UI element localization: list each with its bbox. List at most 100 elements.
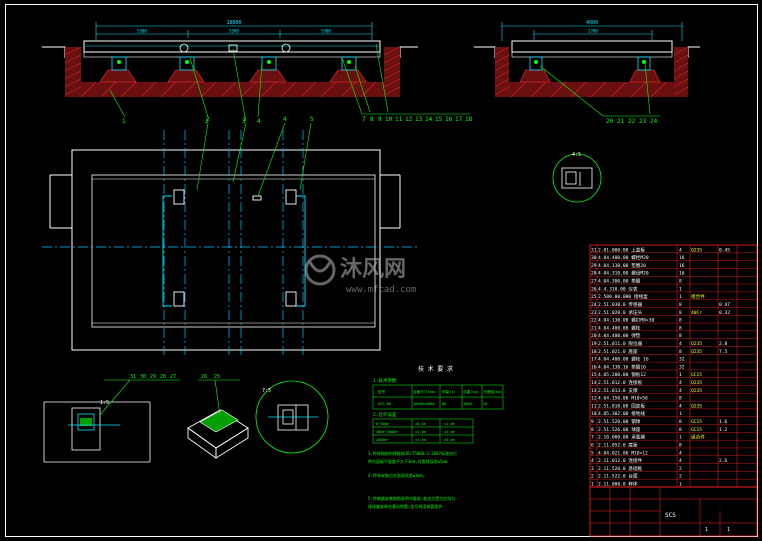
bom-cell: 23 bbox=[591, 310, 597, 316]
bom-cell: GC15 bbox=[691, 427, 702, 433]
bom-cell: 2.51.010.00 固定板 bbox=[598, 402, 645, 409]
bom-cell: 5 bbox=[591, 450, 594, 456]
technical-notes: 技 术 要 求 1.技术参数 型号 台面尺寸(mm) 秤量(t) 自重(kg) … bbox=[368, 365, 504, 509]
bom-cell: 2.11.000.0 秤体 bbox=[598, 481, 638, 488]
svg-text:±1.5e: ±1.5e bbox=[415, 438, 426, 442]
svg-text:24: 24 bbox=[650, 118, 658, 125]
bom-cell: 0.32 bbox=[719, 310, 730, 316]
svg-text:28: 28 bbox=[160, 374, 166, 380]
svg-text:8: 8 bbox=[370, 116, 374, 123]
bom-cell: 30 bbox=[591, 255, 597, 261]
svg-text:17: 17 bbox=[455, 116, 463, 123]
front-elevation-view: 18000 5500 5500 5500 bbox=[42, 20, 470, 118]
svg-text:500e~2000e: 500e~2000e bbox=[376, 430, 398, 434]
svg-text:31: 31 bbox=[130, 374, 136, 380]
svg-text:4.秤体安装后台面高低差≤3mm。: 4.秤体安装后台面高低差≤3mm。 bbox=[368, 472, 426, 478]
bom-cell: 4 bbox=[679, 450, 682, 456]
svg-text:±1.0e: ±1.0e bbox=[444, 422, 455, 426]
notes-item-1: 1.技术参数 bbox=[373, 377, 397, 384]
svg-text:23: 23 bbox=[639, 118, 647, 125]
bom-cell: 2.51.020.0 承压头 bbox=[598, 309, 643, 316]
svg-text:12: 12 bbox=[405, 116, 413, 123]
plan-view bbox=[42, 122, 420, 355]
bom-cell: 4.05.200.00 钢板12 bbox=[598, 371, 646, 378]
bom-cell: 2.11.052.0 底板 bbox=[598, 441, 638, 448]
side-view-inner-dim: 2700 bbox=[588, 29, 598, 34]
svg-text:SCS-80: SCS-80 bbox=[378, 402, 391, 406]
svg-text:18000×3000: 18000×3000 bbox=[413, 402, 435, 406]
svg-text:±1.0e: ±1.0e bbox=[415, 430, 426, 434]
bom-cell: 2.51.021.0 底座 bbox=[598, 348, 638, 355]
bom-cell: 11 bbox=[591, 403, 597, 409]
svg-text:20: 20 bbox=[483, 402, 487, 406]
svg-text:26: 26 bbox=[201, 374, 207, 380]
watermark-url: www.mfcad.com bbox=[346, 285, 416, 295]
detail-a: 4:5 bbox=[552, 152, 602, 203]
front-view-part-labels: 1 2 3 4 7 8 9 10 11 12 13 14 15 16 17 18 bbox=[122, 116, 473, 125]
bom-cell: 2.11.520.0 基础框 bbox=[598, 465, 643, 472]
bom-cell: 1 bbox=[679, 411, 682, 417]
bom-cell: 1 bbox=[679, 372, 682, 378]
side-elevation-view: 4000 2700 bbox=[474, 20, 700, 117]
svg-text:14: 14 bbox=[425, 116, 433, 123]
bom-cell: 0.47 bbox=[719, 302, 730, 308]
bom-cell: 16 bbox=[591, 364, 597, 370]
front-view-sub-dim-1: 5500 bbox=[137, 29, 147, 34]
svg-text:29: 29 bbox=[150, 374, 156, 380]
svg-text:16: 16 bbox=[445, 116, 453, 123]
bom-cell: 2.01.000.00 上盖板 bbox=[598, 246, 645, 253]
bom-cell: 2.51.011.0 限位器 bbox=[598, 340, 643, 347]
svg-text:秤台面板平面度不大于3mm,对角线误差≤5mm: 秤台面板平面度不大于3mm,对角线误差≤5mm bbox=[368, 458, 448, 464]
svg-text:11: 11 bbox=[395, 116, 403, 123]
bom-cell: 2.10.000.00 承载器 bbox=[598, 434, 645, 441]
svg-text:0~500e: 0~500e bbox=[376, 422, 389, 426]
bom-cell: 1 bbox=[591, 482, 594, 488]
svg-text:自重(kg): 自重(kg) bbox=[463, 389, 479, 394]
bom-cell: 16 bbox=[679, 263, 685, 269]
bom-cell: 8 bbox=[679, 349, 682, 355]
bom-cell: 4.04.130.16 垫圈16 bbox=[598, 363, 646, 370]
bom-cell: 4.04.130.00 螺钉M8×30 bbox=[598, 317, 654, 324]
bom-cell: Q235 bbox=[691, 403, 702, 409]
bom-cell: 24 bbox=[591, 302, 597, 308]
bom-cell: 4 bbox=[591, 458, 594, 464]
drawing-frame bbox=[5, 4, 758, 537]
notes-item-2: 2.允许误差 bbox=[373, 411, 397, 418]
bom-cell: 4.04.400.00 螺栓 16 bbox=[598, 356, 649, 363]
bom-cell: 2.51.520.00 钢球 bbox=[598, 418, 641, 425]
svg-text:接线盒安装在基坑侧壁,信号线须穿管保护: 接线盒安装在基坑侧壁,信号线须穿管保护 bbox=[368, 503, 442, 509]
svg-text:5: 5 bbox=[310, 116, 314, 123]
bom-cell: 16 bbox=[679, 271, 685, 277]
bom-cell: 2 bbox=[679, 474, 682, 480]
front-view-overall-dim: 18000 bbox=[226, 20, 241, 26]
front-view-sub-dim-3: 5500 bbox=[321, 29, 331, 34]
bom-cell: 1 bbox=[679, 435, 682, 441]
bom-cell: 4.04.310.00 螺母M20 bbox=[598, 270, 649, 277]
title-block: SCS 1 1 bbox=[589, 486, 758, 537]
bom-cell: 0.45 bbox=[719, 247, 730, 253]
title-block-sheet: 1 bbox=[705, 527, 708, 533]
bom-cell: 1.6 bbox=[719, 419, 728, 425]
svg-text:20: 20 bbox=[606, 118, 614, 125]
svg-text:3000: 3000 bbox=[463, 402, 472, 406]
bom-cell: 32 bbox=[679, 364, 685, 370]
bom-cell: Q235 bbox=[691, 341, 702, 347]
bom-cell: Q235 bbox=[691, 349, 702, 355]
svg-text:秤量(t): 秤量(t) bbox=[442, 389, 456, 394]
bom-cell: 4.04.021.00 M10×12 bbox=[598, 450, 648, 456]
bom-cell: 8 bbox=[679, 279, 682, 285]
svg-text:9: 9 bbox=[378, 116, 382, 123]
bom-cell: 1.2 bbox=[719, 427, 728, 433]
svg-text:型号: 型号 bbox=[378, 389, 386, 394]
svg-text:1: 1 bbox=[122, 118, 126, 125]
bom-cell: 4 bbox=[679, 341, 682, 347]
bom-cell: 2 bbox=[591, 474, 594, 480]
svg-text:±0.5e: ±0.5e bbox=[415, 422, 426, 426]
svg-text:80: 80 bbox=[442, 402, 446, 406]
svg-text:±2.0e: ±2.0e bbox=[444, 430, 455, 434]
plan-view-part-labels: 2 3 4 5 bbox=[206, 116, 314, 123]
bom-cell: 14 bbox=[591, 380, 597, 386]
bom-cell: 组合件 bbox=[691, 293, 705, 300]
svg-text:4: 4 bbox=[283, 116, 287, 123]
